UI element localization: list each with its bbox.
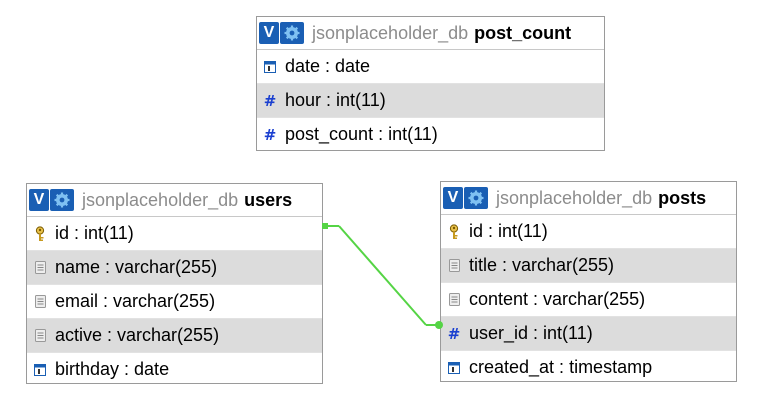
text-icon (447, 292, 461, 308)
field-label: created_at : timestamp (469, 357, 653, 377)
field-row[interactable]: name : varchar(255) (27, 250, 322, 284)
field-label: user_id : int(11) (469, 323, 593, 343)
gear-icon (54, 192, 70, 208)
number-icon: # (447, 324, 461, 343)
toggle-label: V (447, 189, 459, 206)
relation-start-marker (322, 223, 328, 229)
toggle-columns-button[interactable]: V (259, 22, 279, 44)
table-header: V jsonplaceholder_db posts (441, 182, 736, 215)
date-icon (447, 360, 461, 376)
table-post-count[interactable]: V jsonplaceholder_db post_count date : d… (256, 16, 605, 151)
field-row[interactable]: id : int(11) (441, 215, 736, 248)
text-icon (33, 260, 47, 276)
table-options-button[interactable] (280, 22, 304, 44)
table-header: V jsonplaceholder_db post_count (257, 17, 604, 50)
field-label: email : varchar(255) (55, 291, 216, 311)
field-label: date : date (285, 56, 371, 76)
field-label: content : varchar(255) (469, 289, 646, 309)
field-label: active : varchar(255) (55, 325, 220, 345)
date-icon (263, 59, 277, 75)
field-label: post_count : int(11) (285, 124, 438, 144)
table-posts[interactable]: V jsonplaceholder_db posts id : int(11) … (440, 181, 737, 382)
field-row[interactable]: # hour : int(11) (257, 83, 604, 117)
table-users[interactable]: V jsonplaceholder_db users id : int(11) … (26, 183, 323, 384)
field-row[interactable]: title : varchar(255) (441, 248, 736, 282)
text-icon (33, 294, 47, 310)
gear-icon (284, 25, 300, 41)
field-label: id : int(11) (55, 223, 134, 243)
primary-key-icon (447, 223, 461, 240)
toggle-columns-button[interactable]: V (443, 187, 463, 209)
primary-key-icon (33, 225, 47, 242)
toggle-columns-button[interactable]: V (29, 189, 49, 211)
toggle-label: V (263, 24, 275, 41)
date-icon (33, 362, 47, 378)
field-label: id : int(11) (469, 221, 548, 241)
number-icon: # (263, 91, 277, 110)
field-label: name : varchar(255) (55, 257, 218, 277)
field-row[interactable]: active : varchar(255) (27, 318, 322, 352)
database-name: jsonplaceholder_db (82, 189, 239, 210)
field-row[interactable]: created_at : timestamp (441, 350, 736, 384)
text-icon (33, 328, 47, 344)
relation-line[interactable] (322, 223, 443, 329)
table-options-button[interactable] (464, 187, 488, 209)
field-label: title : varchar(255) (469, 255, 615, 275)
table-name: post_count (474, 22, 572, 43)
field-row[interactable]: # post_count : int(11) (257, 117, 604, 151)
field-label: hour : int(11) (285, 90, 386, 110)
number-icon: # (263, 125, 277, 144)
table-options-button[interactable] (50, 189, 74, 211)
gear-icon (468, 190, 484, 206)
field-row[interactable]: id : int(11) (27, 217, 322, 250)
text-icon (447, 258, 461, 274)
field-row[interactable]: content : varchar(255) (441, 282, 736, 316)
database-name: jsonplaceholder_db (496, 187, 653, 208)
toggle-label: V (33, 191, 45, 208)
field-label: birthday : date (55, 359, 170, 379)
database-name: jsonplaceholder_db (312, 22, 469, 43)
relation-end-marker (435, 321, 443, 329)
field-row[interactable]: birthday : date (27, 352, 322, 386)
field-row[interactable]: email : varchar(255) (27, 284, 322, 318)
field-row[interactable]: # user_id : int(11) (441, 316, 736, 350)
table-name: posts (658, 187, 707, 208)
field-row[interactable]: date : date (257, 50, 604, 83)
table-header: V jsonplaceholder_db users (27, 184, 322, 217)
table-name: users (244, 189, 293, 210)
